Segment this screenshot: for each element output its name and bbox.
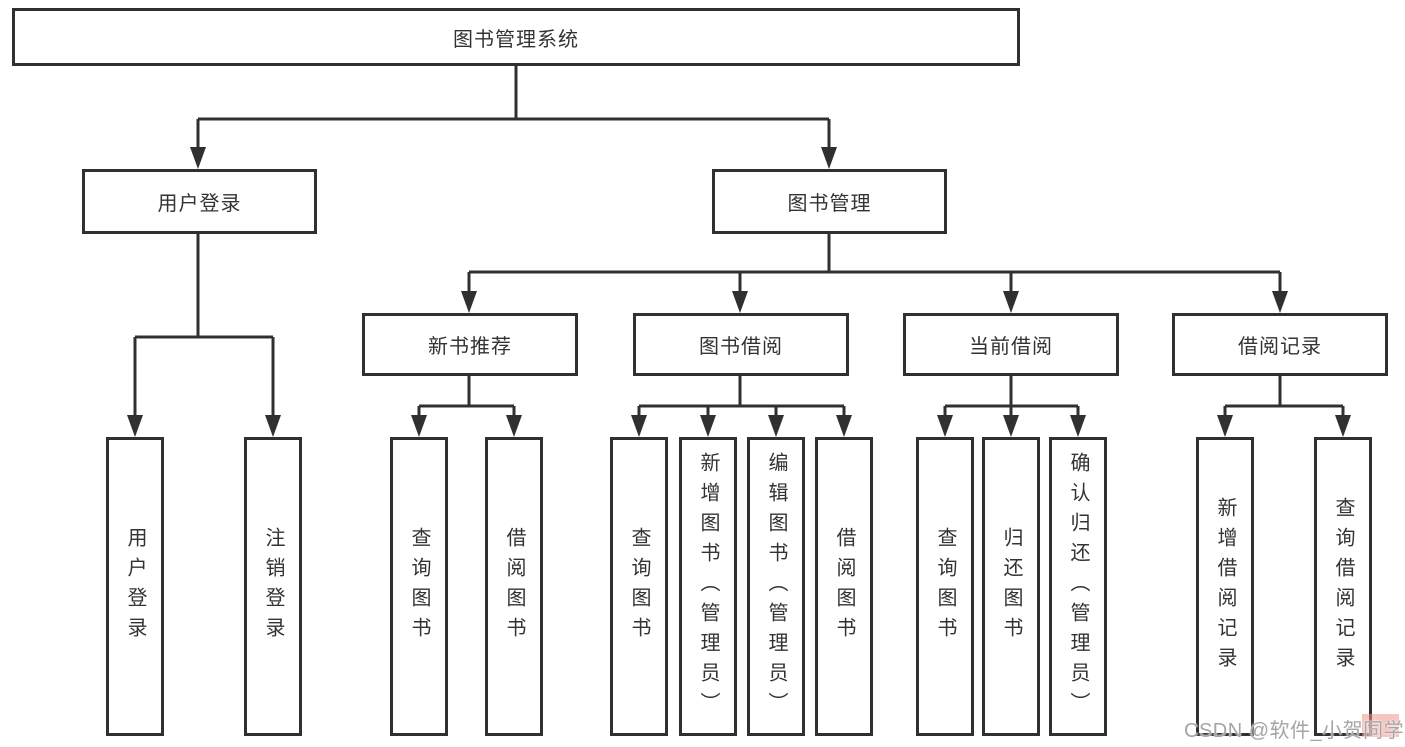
leaf-return-books-label: 归还图书 xyxy=(1000,526,1022,647)
leaf-query-books-1-label: 查询图书 xyxy=(408,526,430,647)
leaf-query-books-3: 查询图书 xyxy=(916,437,974,736)
leaf-query-books-3-label: 查询图书 xyxy=(934,526,956,647)
watermark-text: CSDN @软件_小贺同学 xyxy=(1184,720,1405,742)
node-borrow-records-label: 借阅记录 xyxy=(1238,336,1322,358)
leaf-add-book-admin: 新增图书（管理员） xyxy=(679,437,737,736)
connector-records-to-children xyxy=(1223,376,1345,418)
leaf-query-books-2-label: 查询图书 xyxy=(628,526,650,647)
connector-current-to-children xyxy=(943,376,1080,418)
node-book-management-label: 图书管理 xyxy=(787,193,872,215)
connector-bookmgmt-to-children xyxy=(467,234,1282,294)
leaf-query-borrow-record-label: 查询借阅记录 xyxy=(1332,496,1354,677)
leaf-edit-book-admin-label: 编辑图书（管理员） xyxy=(765,451,787,722)
node-root: 图书管理系统 xyxy=(12,8,1020,66)
node-user-login: 用户登录 xyxy=(82,169,317,234)
leaf-borrow-books-1-label: 借阅图书 xyxy=(503,526,525,647)
leaf-confirm-return-admin-label: 确认归还（管理员） xyxy=(1067,451,1089,722)
node-root-label: 图书管理系统 xyxy=(453,28,579,51)
leaf-logout-label: 注销登录 xyxy=(262,526,284,647)
leaf-borrow-books-1: 借阅图书 xyxy=(485,437,543,736)
leaf-confirm-return-admin: 确认归还（管理员） xyxy=(1049,437,1107,736)
leaf-borrow-books-2: 借阅图书 xyxy=(815,437,873,736)
node-book-borrow: 图书借阅 xyxy=(633,313,849,376)
leaf-edit-book-admin: 编辑图书（管理员） xyxy=(747,437,805,736)
leaf-return-books: 归还图书 xyxy=(982,437,1040,736)
connector-borrow-to-children xyxy=(637,376,846,418)
arrowheads xyxy=(127,147,1351,437)
connector-userlogin-to-children xyxy=(133,234,275,418)
leaf-add-borrow-record-label: 新增借阅记录 xyxy=(1214,496,1236,677)
node-current-borrow: 当前借阅 xyxy=(903,313,1119,376)
leaf-add-book-admin-label: 新增图书（管理员） xyxy=(697,451,719,722)
leaf-query-books-1: 查询图书 xyxy=(390,437,448,736)
leaf-user-login-label: 用户登录 xyxy=(124,526,146,647)
connector-newbooks-to-children xyxy=(417,376,516,418)
watermark-highlight xyxy=(1362,714,1399,737)
leaf-add-borrow-record: 新增借阅记录 xyxy=(1196,437,1254,736)
node-book-management: 图书管理 xyxy=(712,169,947,234)
leaf-query-borrow-record: 查询借阅记录 xyxy=(1314,437,1372,736)
leaf-query-books-2: 查询图书 xyxy=(610,437,668,736)
node-user-login-label: 用户登录 xyxy=(157,193,242,215)
node-new-book-recommend-label: 新书推荐 xyxy=(428,336,512,358)
leaf-logout: 注销登录 xyxy=(244,437,302,736)
node-new-book-recommend: 新书推荐 xyxy=(362,313,578,376)
node-current-borrow-label: 当前借阅 xyxy=(969,336,1053,358)
node-borrow-records: 借阅记录 xyxy=(1172,313,1388,376)
leaf-borrow-books-2-label: 借阅图书 xyxy=(833,526,855,647)
node-book-borrow-label: 图书借阅 xyxy=(699,336,783,358)
connector-root-to-level2 xyxy=(196,66,831,150)
leaf-user-login: 用户登录 xyxy=(106,437,164,736)
